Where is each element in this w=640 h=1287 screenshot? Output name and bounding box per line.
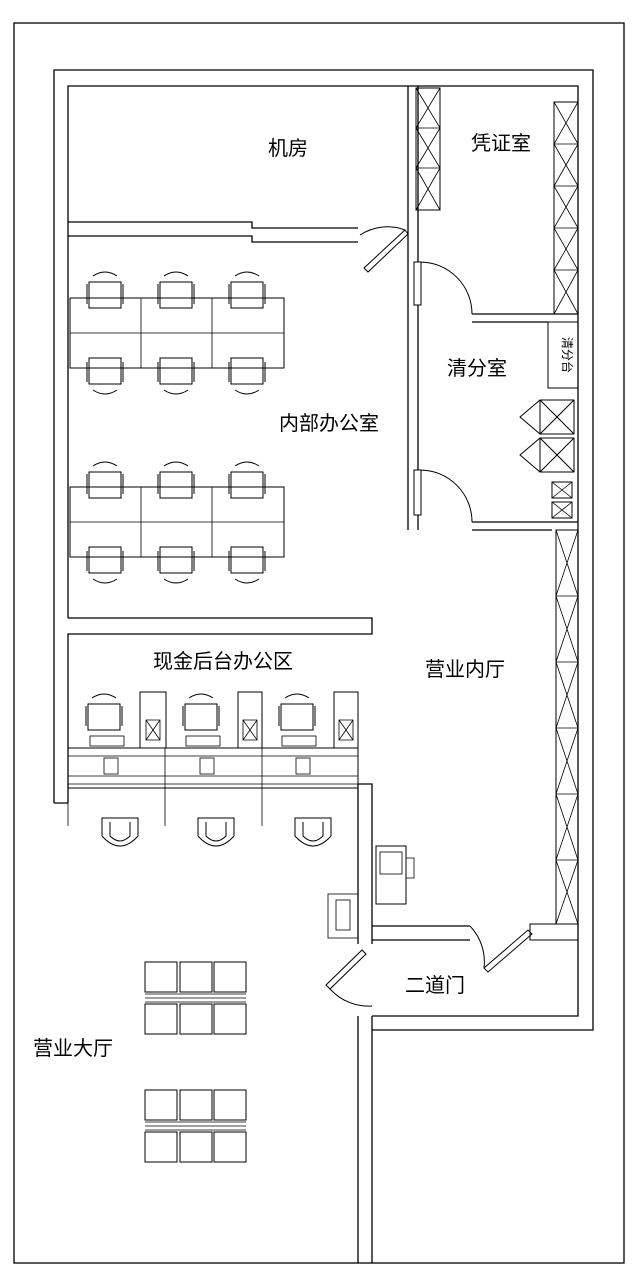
office-chair xyxy=(228,357,266,395)
office-chair xyxy=(86,357,124,395)
outer-boundary xyxy=(13,22,625,1264)
office-chair xyxy=(278,693,316,731)
sorting-machine-2 xyxy=(519,437,575,473)
label-second-door: 二道门 xyxy=(405,973,465,997)
office-chair xyxy=(86,461,124,499)
second-door-wall xyxy=(372,925,470,941)
label-server-room: 机房 xyxy=(268,136,308,160)
waiting-benches xyxy=(144,961,247,1163)
office-chair xyxy=(157,546,195,584)
office-chair xyxy=(157,461,195,499)
counter-wall xyxy=(54,783,373,1263)
voucher-room-wall xyxy=(472,313,578,323)
label-voucher-room: 凭证室 xyxy=(471,131,531,155)
secure-area-inner-wall xyxy=(67,85,579,1017)
customer-chair xyxy=(197,817,235,847)
safe-box-1-x xyxy=(551,481,573,499)
label-internal-office: 内部办公室 xyxy=(279,411,379,435)
office-wall xyxy=(67,617,373,803)
cabinet-left xyxy=(415,87,441,211)
office-chair xyxy=(86,271,124,309)
sorting-table xyxy=(547,321,579,389)
office-chair xyxy=(157,357,195,395)
office-chair xyxy=(86,546,124,584)
office-chair xyxy=(157,271,195,309)
office-chair xyxy=(182,693,220,731)
customer-chair xyxy=(101,817,139,847)
inner-hall-cabinet-x xyxy=(555,529,579,925)
sorting-room-wall xyxy=(472,521,578,531)
office-chair xyxy=(85,693,123,731)
cabinet-right xyxy=(553,101,579,315)
teller-counter xyxy=(67,691,359,826)
secure-area-outer-wall xyxy=(53,69,594,1031)
waiting-bench xyxy=(144,1089,247,1163)
inner-hall-cabinet xyxy=(555,529,579,925)
sorting-machine-1 xyxy=(519,399,575,435)
server-room-door xyxy=(359,226,409,273)
teller-chairs xyxy=(85,693,332,847)
second-door-left xyxy=(325,949,373,1007)
desk-cluster-2 xyxy=(69,486,285,558)
corridor-wall xyxy=(407,86,419,530)
sorting-room-door-1 xyxy=(413,261,473,315)
office-chairs xyxy=(86,271,266,584)
label-cash-backoffice: 现金后台办公区 xyxy=(153,649,293,673)
desk-cluster-1 xyxy=(69,297,285,369)
second-door-right xyxy=(469,925,533,973)
door-jamb-right xyxy=(529,923,579,941)
label-inner-hall: 营业内厅 xyxy=(425,657,505,681)
safe-box-2 xyxy=(551,501,573,519)
office-chair xyxy=(228,546,266,584)
waiting-bench xyxy=(144,961,247,1035)
sorting-room-door-2 xyxy=(413,469,473,523)
office-chair xyxy=(228,271,266,309)
cabinet-left-x xyxy=(415,87,441,211)
cabinet-right-x xyxy=(553,101,579,315)
inner-hall-desk xyxy=(327,845,415,939)
customer-chair xyxy=(294,817,332,847)
server-room-wall xyxy=(68,221,358,243)
safe-box-1 xyxy=(551,481,573,499)
label-business-hall: 营业大厅 xyxy=(33,1036,113,1060)
label-sorting-room: 清分室 xyxy=(447,356,507,380)
sorting-table-label: 清分台 xyxy=(560,337,575,373)
office-chair xyxy=(228,461,266,499)
safe-box-2-x xyxy=(551,501,573,519)
